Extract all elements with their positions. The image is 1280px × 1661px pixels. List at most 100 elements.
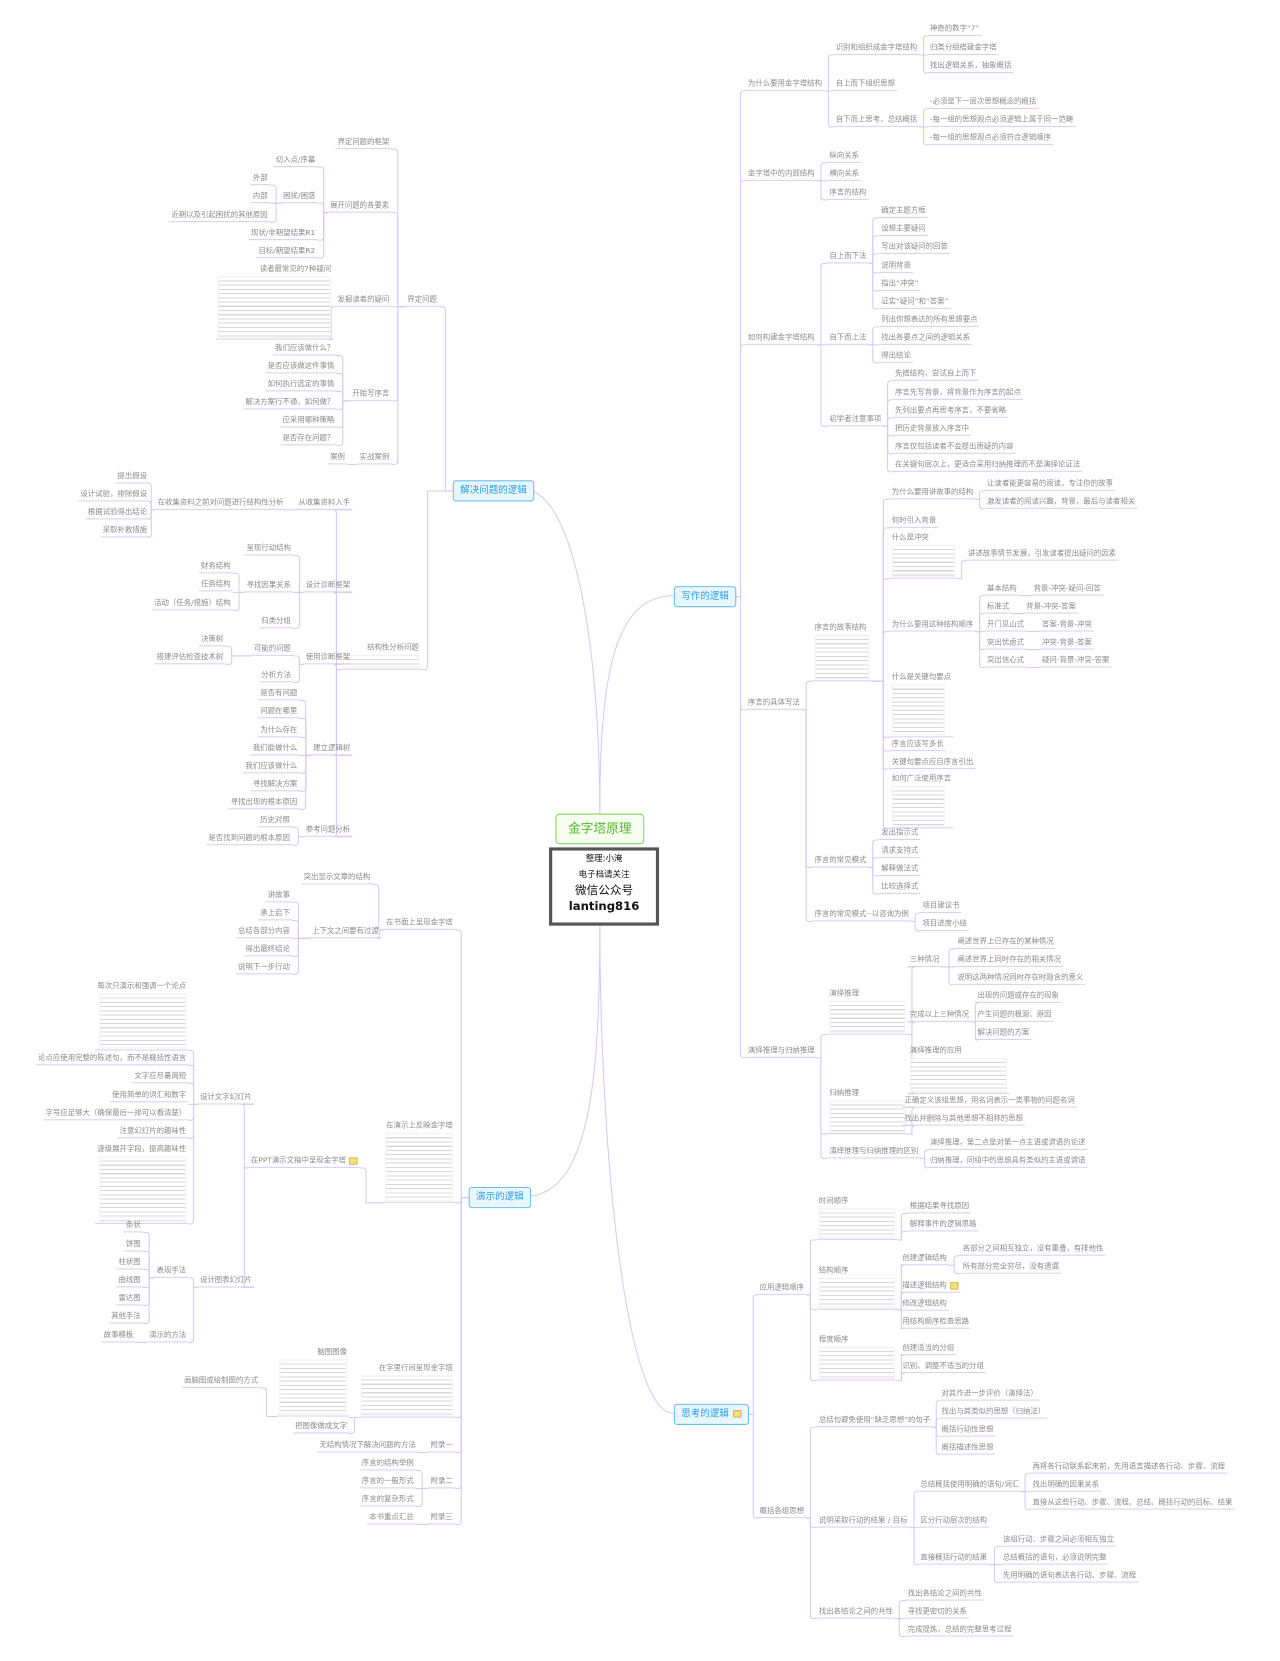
mindmap-node[interactable]: 把图像做成文字 <box>293 1421 350 1434</box>
mindmap-node[interactable]: 创建适当的分组 <box>900 1342 957 1356</box>
branch-presentation-logic[interactable]: 演示的逻辑 <box>468 1186 532 1209</box>
note-icon[interactable] <box>349 1156 358 1165</box>
mindmap-node[interactable]: 关键句要点应自序言引出 <box>889 756 976 770</box>
mindmap-node[interactable]: 找出各要点之间的逻辑关系 <box>879 332 973 345</box>
mindmap-node[interactable]: 说明这两种情况同时存在时隐含的意义 <box>955 972 1086 985</box>
mindmap-node[interactable]: 找出明确的因果关系 <box>1030 1479 1102 1492</box>
mindmap-node[interactable]: 列出你想表达的所有思想要点 <box>879 314 980 327</box>
mindmap-node[interactable]: 柱状图 <box>116 1257 143 1270</box>
mindmap-node[interactable]: 根据结果寻找原因 <box>907 1201 972 1214</box>
mindmap-node[interactable]: 为什么存在 <box>258 725 300 738</box>
mindmap-node[interactable]: 阐述世界上同时存在的相关情况 <box>955 954 1064 967</box>
mindmap-node[interactable]: 描述逻辑结构 <box>900 1280 961 1293</box>
mindmap-node[interactable]: 界定问题的框架 <box>335 136 392 150</box>
mindmap-node[interactable]: 案例 <box>327 452 347 465</box>
mindmap-node[interactable]: 发掘读者的疑问 <box>335 294 392 307</box>
mindmap-node[interactable]: 解决方案行不通，如何做？ <box>243 397 337 410</box>
mindmap-node[interactable]: 概括描述性思想 <box>939 1442 996 1455</box>
mindmap-node[interactable]: 正确定义该组思想，用名词表示一类事物的问题名词 <box>902 1095 1077 1108</box>
mindmap-node[interactable]: 目标/期望结果R2 <box>256 245 318 259</box>
mindmap-node[interactable]: 得出结论 <box>879 350 913 363</box>
mindmap-node[interactable]: 自下而上法 <box>827 332 869 345</box>
mindmap-node[interactable]: 创建逻辑结构 <box>900 1253 949 1266</box>
mindmap-node[interactable]: 概括行动性思想 <box>939 1424 996 1437</box>
mindmap-node[interactable]: 实战案例 <box>357 452 392 465</box>
mindmap-node[interactable]: 总结各部分内容 <box>235 926 292 939</box>
mindmap-node[interactable]: 故事模板 <box>101 1330 136 1343</box>
mindmap-node[interactable]: 先列出要点再思考序言，不要省略 <box>892 405 1009 418</box>
mindmap-node[interactable]: 标准式 <box>984 601 1012 614</box>
mindmap-node[interactable]: 自上而下组织思想 <box>833 78 898 91</box>
mindmap-node[interactable]: 阐述世界上已存在的某种情况 <box>955 936 1056 949</box>
mindmap-node[interactable]: 什么是冲突 <box>889 532 958 579</box>
mindmap-node[interactable]: 时间顺序 <box>816 1195 898 1240</box>
mindmap-node[interactable]: 外部 <box>250 172 270 186</box>
mindmap-node[interactable]: 总结概括的语句，必须说明完整 <box>1000 1552 1109 1565</box>
note-icon[interactable] <box>949 1281 959 1290</box>
mindmap-node[interactable]: 为什么要用讲故事的结构 <box>889 487 976 500</box>
mindmap-node[interactable]: 附录一 <box>428 1440 455 1453</box>
mindmap-node[interactable]: 程度顺序 <box>816 1334 898 1381</box>
mindmap-node[interactable]: 我们应该做什么 <box>243 761 300 774</box>
mindmap-node[interactable]: 解决问题的方案 <box>975 1027 1032 1040</box>
mindmap-node[interactable]: 是否存在问题？ <box>280 433 337 446</box>
mindmap-node[interactable]: 分析方法 <box>259 670 294 683</box>
mindmap-node[interactable]: 突出显示文章的结构 <box>301 872 373 885</box>
mindmap-node[interactable]: 产生问题的根源、原因 <box>975 1009 1054 1022</box>
mindmap-node[interactable]: 序言的故事结构 <box>812 622 872 682</box>
mindmap-node[interactable]: 序言的具体写法 <box>745 697 802 710</box>
mindmap-node[interactable]: 在演示上反映金字塔 <box>382 1120 455 1203</box>
mindmap-node[interactable]: 使用简单的词汇和数字 <box>110 1090 189 1103</box>
mindmap-node[interactable]: 设计图表幻灯片 <box>197 1275 254 1288</box>
mindmap-node[interactable]: 讲故事 <box>265 890 292 903</box>
mindmap-node[interactable]: 如何执行选定的事情 <box>265 379 337 392</box>
mindmap-node[interactable]: 说明下一步行动 <box>235 962 292 975</box>
mindmap-node[interactable]: 总结概括使用明确的语句/词汇 <box>918 1479 1022 1492</box>
mindmap-node[interactable]: 演绎推理 <box>827 988 908 1035</box>
mindmap-node[interactable]: 识别、调整不适当的分组 <box>900 1360 986 1374</box>
mindmap-node[interactable]: 找出逻辑关系，抽象概括 <box>927 60 1014 73</box>
mindmap-node[interactable]: 突出信心式 <box>984 655 1027 668</box>
mindmap-node[interactable]: 我们应该做什么？ <box>272 343 337 356</box>
mindmap-node[interactable]: 内部 <box>250 190 270 204</box>
mindmap-node[interactable]: 决策树 <box>198 634 226 647</box>
mindmap-node[interactable]: 如何广泛使用序言 <box>889 773 954 829</box>
mindmap-node[interactable]: 序言应该写多长 <box>889 738 946 752</box>
mindmap-node[interactable]: 提出假设 <box>115 471 150 484</box>
mindmap-node[interactable]: 结构性分析问题 <box>340 642 422 670</box>
mindmap-node[interactable]: 出现的问题或存在的现象 <box>975 990 1062 1003</box>
mindmap-node[interactable]: 逐级展开字段，提高趣味性 <box>95 1144 189 1224</box>
mindmap-node[interactable]: 在书面上呈现金字塔 <box>384 917 455 930</box>
mindmap-node[interactable]: 展开问题的各要素 <box>327 200 392 213</box>
mindmap-node[interactable]: 序言的常见模式--以咨询为例 <box>812 909 911 922</box>
mindmap-node[interactable]: 激发读者的阅读兴趣，背景，最后与读者相关 <box>984 496 1138 509</box>
mindmap-node[interactable]: 再将各行动联系起来前，先用语言描述各行动、步骤、流程 <box>1030 1461 1228 1474</box>
mindmap-node[interactable]: 所有部分完全穷尽，没有遗漏 <box>960 1261 1062 1274</box>
mindmap-node[interactable]: 归类分组搭建金字塔 <box>927 42 999 56</box>
mindmap-node[interactable]: 承上启下 <box>258 908 292 921</box>
mindmap-node[interactable]: 该组行动、步骤之间必须相互独立 <box>1000 1534 1117 1547</box>
mindmap-node[interactable]: 得出最终结论 <box>243 944 292 957</box>
mindmap-node[interactable]: 切入点/序幕 <box>273 154 318 168</box>
mindmap-node[interactable]: 总结句避免使用“缺乏思想”的句子 <box>816 1414 933 1428</box>
mindmap-node[interactable]: 序言的常见模式 <box>812 855 869 868</box>
branch-thinking-logic[interactable]: 思考的逻辑 <box>673 1403 750 1425</box>
mindmap-node[interactable]: 寻找更密切的关系 <box>905 1606 970 1619</box>
mindmap-node[interactable]: 论点应使用完整的陈述句，而不是概括性语言 <box>35 1053 189 1066</box>
mindmap-node[interactable]: 开始写序言 <box>350 388 392 401</box>
mindmap-node[interactable]: 答案-背景-冲突 <box>1039 619 1094 632</box>
mindmap-node[interactable]: 寻找出现的根本原因 <box>228 797 300 810</box>
mindmap-node[interactable]: 如何构建金字塔结构 <box>745 332 817 345</box>
mindmap-node[interactable]: 归纳推理，同组中的思想具有类似的主语或谓语 <box>927 1155 1088 1168</box>
mindmap-node[interactable]: 找出并删除与其他思想不相称的思想 <box>902 1113 1026 1126</box>
mindmap-node[interactable]: 金字塔中的内部结构 <box>745 168 817 181</box>
mindmap-node[interactable]: 找出与其类似的思想（归纳法） <box>939 1406 1048 1419</box>
mindmap-node[interactable]: 疑问-背景-冲突-答案 <box>1039 655 1112 668</box>
mindmap-node[interactable]: 为什么要用金字塔结构 <box>745 78 825 91</box>
mindmap-node[interactable]: 设计文字幻灯片 <box>197 1092 254 1105</box>
mindmap-node[interactable]: 任务结构 <box>198 579 233 592</box>
mindmap-node[interactable]: 找出各结论之间的共性 <box>905 1588 984 1601</box>
mindmap-node[interactable]: 项目建议书 <box>920 900 962 913</box>
mindmap-node[interactable]: 现状/非期望结果R1 <box>248 227 318 241</box>
mindmap-node[interactable]: -必须是下一层次思想概念的概括 <box>927 96 1039 109</box>
